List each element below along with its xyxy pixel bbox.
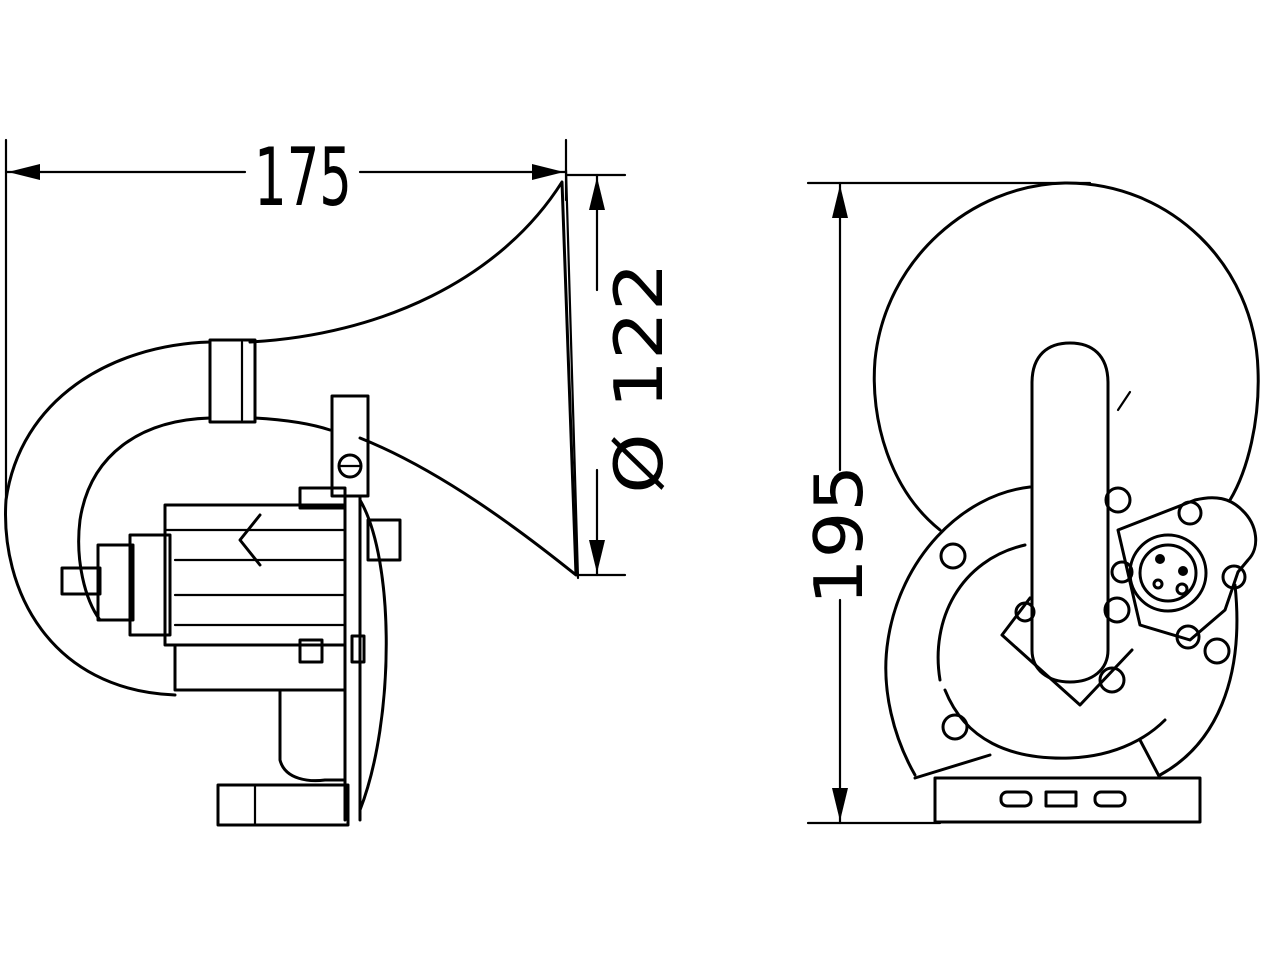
flange-bolt-4	[1103, 596, 1131, 624]
connector-pin-4	[1175, 582, 1189, 596]
mounting-plate	[1000, 596, 1134, 707]
base-slot-1	[999, 790, 1033, 808]
plate-bolt	[1014, 601, 1036, 623]
mounting-foot	[216, 783, 350, 827]
lower-housing-curve	[278, 688, 347, 783]
dim-175-arrow-left	[8, 164, 40, 180]
side-nut	[350, 634, 366, 664]
front-view: 195	[800, 181, 1260, 825]
motor-cover-curve	[358, 498, 388, 812]
connector-screw-1	[1177, 500, 1203, 526]
motor-endcap-inner	[96, 543, 135, 622]
horn-tube-top-link	[253, 416, 332, 432]
flange-bolt-1	[939, 542, 967, 570]
base-plate	[933, 776, 1202, 824]
bell-mouth-line	[564, 168, 580, 580]
dim-195-arrow-top	[832, 185, 848, 218]
dim-122-label: Ø 122	[601, 262, 679, 493]
flange-bolt-6	[1203, 637, 1231, 665]
tube-tick	[1116, 390, 1132, 412]
horn-bell-outline	[248, 180, 578, 577]
motor-chevron	[238, 513, 262, 567]
lower-housing	[173, 643, 347, 692]
dim-122-arrow-bottom	[589, 540, 605, 573]
base-slot-3	[1093, 790, 1127, 808]
motor-endcap	[128, 533, 172, 637]
base-legs	[913, 738, 1162, 780]
flange-bolt-2	[941, 713, 969, 741]
horn-tube-outer	[4, 340, 212, 697]
connector-screw-4	[1110, 560, 1134, 584]
connector-ring-inner	[1138, 543, 1198, 603]
top-nut	[298, 486, 347, 510]
connector-pin-1	[1155, 554, 1165, 564]
tube-collar	[208, 338, 257, 424]
horn-tube-front	[1030, 341, 1110, 684]
dim-195-label: 195	[800, 465, 878, 605]
flange-outer	[884, 485, 1032, 777]
flange-bolt-5	[1098, 666, 1126, 694]
dim-175-arrow-right	[532, 164, 564, 180]
connector-pin-3	[1152, 578, 1164, 590]
flange-inner	[936, 543, 1027, 682]
motor-shaft	[60, 566, 102, 596]
flange-bolt-3	[1104, 486, 1132, 514]
lower-nut	[298, 638, 324, 664]
connector-screw-3	[1175, 624, 1201, 650]
dim-175-label: 175	[254, 131, 352, 224]
side-view: 175 Ø 122	[4, 131, 679, 827]
connector-ring-outer	[1128, 533, 1208, 613]
base-slot-2	[1044, 790, 1078, 808]
flange-right	[1158, 583, 1239, 777]
flange-inner-lower	[943, 688, 1167, 760]
connector-pin-2	[1178, 566, 1188, 576]
bell-mouth-circle	[872, 181, 1260, 532]
horn-tube-inner	[77, 416, 212, 622]
terminal-stud	[366, 518, 402, 562]
dim-122-arrow-top	[589, 177, 605, 210]
mounting-bracket-top	[330, 394, 370, 498]
connector-screw-2	[1221, 564, 1247, 590]
dim-195-arrow-bottom	[832, 788, 848, 821]
